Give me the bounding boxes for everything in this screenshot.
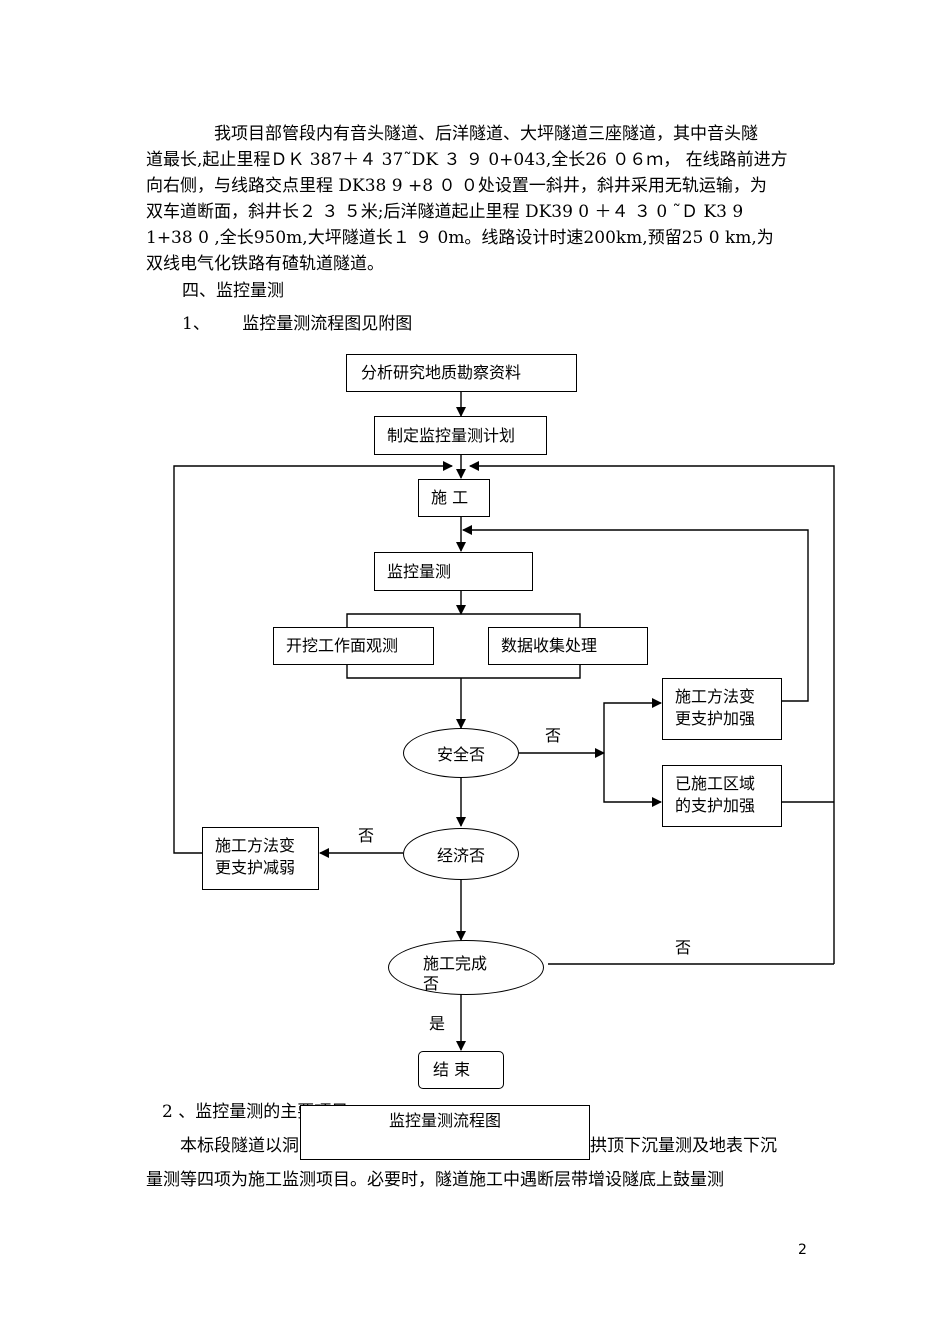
- node-analyze-geology: 分析研究地质勘察资料: [346, 354, 577, 392]
- node-data-process: 数据收集处理: [488, 627, 648, 665]
- paragraph-1-line-2: 道最长,起止里程ＤＫ 387＋４ 37˜DK ３ ９ 0+043,全长26 ０６…: [146, 150, 788, 170]
- edge-weaken-loop: [173, 461, 453, 854]
- paragraph-1-line-4: 双车道断面，斜井长２ ３ ５米;后洋隧道起止里程 DK39 0 ＋４ ３ 0 ˜…: [146, 202, 744, 222]
- paragraph-1-line-6: 双线电气化铁路有碴轨道隧道。: [146, 254, 384, 274]
- paragraph-1-line-5: 1+38 0 ,全长950m,大坪隧道长１ ９ 0m。线路设计时速200km,预…: [146, 228, 774, 248]
- decision-safe-label: 安全否: [436, 745, 485, 764]
- paragraph-2-line-1-right: 拱顶下沉量测及地表下沉: [590, 1136, 777, 1156]
- edge-right-loop: [469, 461, 835, 964]
- node-construct: 施 工: [418, 479, 490, 517]
- node-end: 结 束: [418, 1051, 504, 1089]
- paragraph-2-line-2: 量测等四项为施工监测项目。必要时，隧道施工中遇断层带增设隧底上鼓量测: [146, 1170, 724, 1190]
- section-heading: 四、监控量测: [182, 281, 284, 301]
- decision-economy-label: 经济否: [436, 846, 485, 865]
- edge-branch-reinforce: [603, 698, 662, 753]
- edge-branch-area: [603, 753, 662, 807]
- split-bracket-bottom: [346, 665, 581, 679]
- node-monitor: 监控量测: [374, 552, 533, 591]
- node-method-reinforce: 施工方法变 更支护加强: [662, 678, 782, 740]
- node-method-weaken-line-2: 更支护减弱: [215, 858, 296, 877]
- edge-label-complete-no: 否: [675, 938, 692, 957]
- node-make-plan: 制定监控量测计划: [374, 416, 547, 455]
- page-number: 2: [798, 1242, 807, 1258]
- edge-reinforce-loop: [462, 525, 809, 702]
- decision-safe: 安全否: [403, 728, 519, 778]
- decision-complete-line-1: 施工完成: [423, 954, 488, 973]
- node-method-reinforce-line-2: 更支护加强: [675, 709, 756, 728]
- node-area-reinforce: 已施工区域 的支护加强: [662, 765, 782, 827]
- flowchart-caption: 监控量测流程图: [300, 1105, 590, 1160]
- node-method-weaken-line-1: 施工方法变: [215, 836, 296, 855]
- paragraph-1-line-1: 我项目部管段内有音头隧道、后洋隧道、大坪隧道三座隧道，其中音头隧: [214, 124, 758, 144]
- item-1-heading: 1、 监控量测流程图见附图: [182, 314, 413, 334]
- decision-complete: 施工完成 否: [388, 940, 544, 995]
- paragraph-2-line-1-left: 本标段隧道以洞内外: [180, 1136, 333, 1156]
- edge-label-economy-no: 否: [358, 826, 375, 845]
- split-bracket-top: [346, 613, 581, 628]
- edge-label-safe-no: 否: [545, 726, 562, 745]
- node-excavation-observe: 开挖工作面观测: [273, 627, 434, 665]
- node-method-reinforce-line-1: 施工方法变: [675, 687, 756, 706]
- node-area-reinforce-line-1: 已施工区域: [675, 774, 756, 793]
- decision-complete-line-2: 否: [423, 974, 440, 993]
- node-area-reinforce-line-2: 的支护加强: [675, 796, 756, 815]
- node-method-weaken: 施工方法变 更支护减弱: [202, 827, 319, 890]
- edge-label-complete-yes: 是: [429, 1014, 446, 1033]
- decision-economy: 经济否: [403, 828, 519, 880]
- paragraph-1-line-3: 向右侧，与线路交点里程 DK38 9 +8 ０ ０处设置一斜井，斜井采用无轨运输…: [146, 176, 767, 196]
